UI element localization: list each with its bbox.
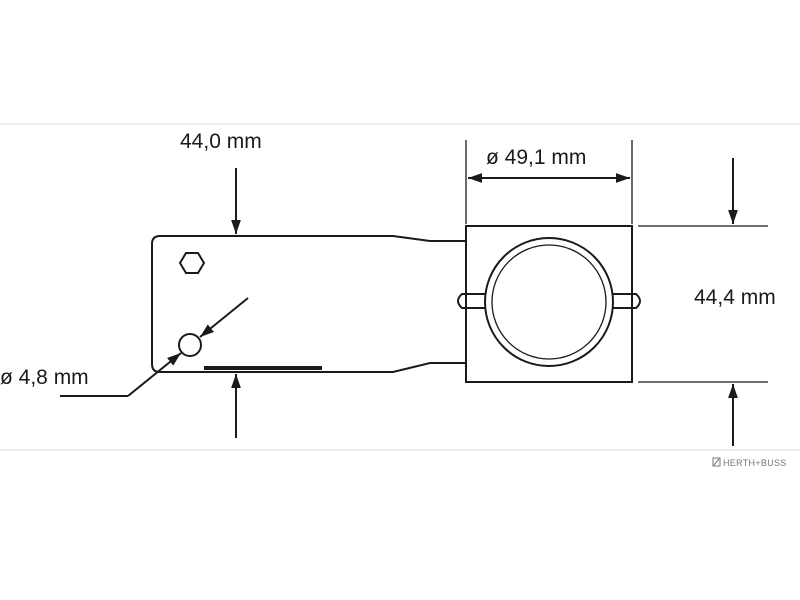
height-dimension: 44,4 mm bbox=[638, 158, 776, 446]
hole-diameter-dimension: ø 4,8 mm bbox=[0, 297, 249, 397]
length-dimension: 44,0 mm bbox=[180, 130, 262, 438]
length-label: 44,0 mm bbox=[180, 130, 262, 153]
pipe-diameter-dimension: ø 49,1 mm bbox=[465, 140, 633, 224]
clamp-lug-right bbox=[612, 293, 641, 309]
pipe-outer-ring bbox=[484, 237, 614, 367]
hole-diameter-label: ø 4,8 mm bbox=[0, 366, 89, 389]
clamp-block bbox=[457, 225, 641, 383]
height-label: 44,4 mm bbox=[694, 286, 776, 309]
bracket-plate bbox=[151, 235, 466, 373]
mounting-hole bbox=[178, 333, 202, 357]
pipe-diameter-label: ø 49,1 mm bbox=[486, 146, 586, 169]
logo-text: HERTH+BUSS bbox=[723, 458, 787, 468]
clamp-lug-left bbox=[457, 293, 486, 309]
hex-bolt-head bbox=[178, 252, 206, 274]
herth-buss-logo: HERTH+BUSS bbox=[712, 457, 787, 468]
pipe-inner-ring bbox=[491, 244, 607, 360]
